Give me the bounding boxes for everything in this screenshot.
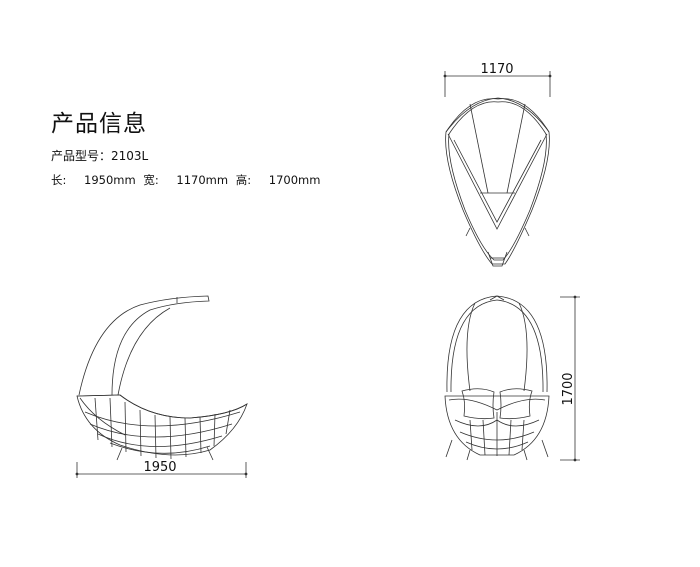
length-label: 长: — [51, 173, 67, 187]
side-view-drawing — [75, 295, 248, 478]
height-value: 1700mm — [268, 173, 321, 187]
page-title: 产品信息 — [51, 111, 147, 137]
height-label: 高: — [235, 173, 252, 187]
top-view-dimension: 1170 — [480, 62, 513, 77]
dimensions-line: 长: 1950mm 宽: 1170mm 高: 1700mm — [51, 172, 324, 188]
front-view-drawing — [444, 295, 580, 462]
length-value: 1950mm — [84, 173, 136, 187]
model-line: 产品型号：2103L — [51, 147, 148, 164]
model-label: 产品型号： — [51, 149, 112, 163]
width-label: 宽: — [143, 173, 159, 187]
side-view-dimension: 1950 — [143, 460, 176, 475]
front-view-dimension: 1700 — [561, 372, 576, 405]
top-view-drawing — [443, 71, 552, 267]
model-value: 2103L — [111, 149, 149, 163]
width-value: 1170mm — [176, 173, 229, 187]
